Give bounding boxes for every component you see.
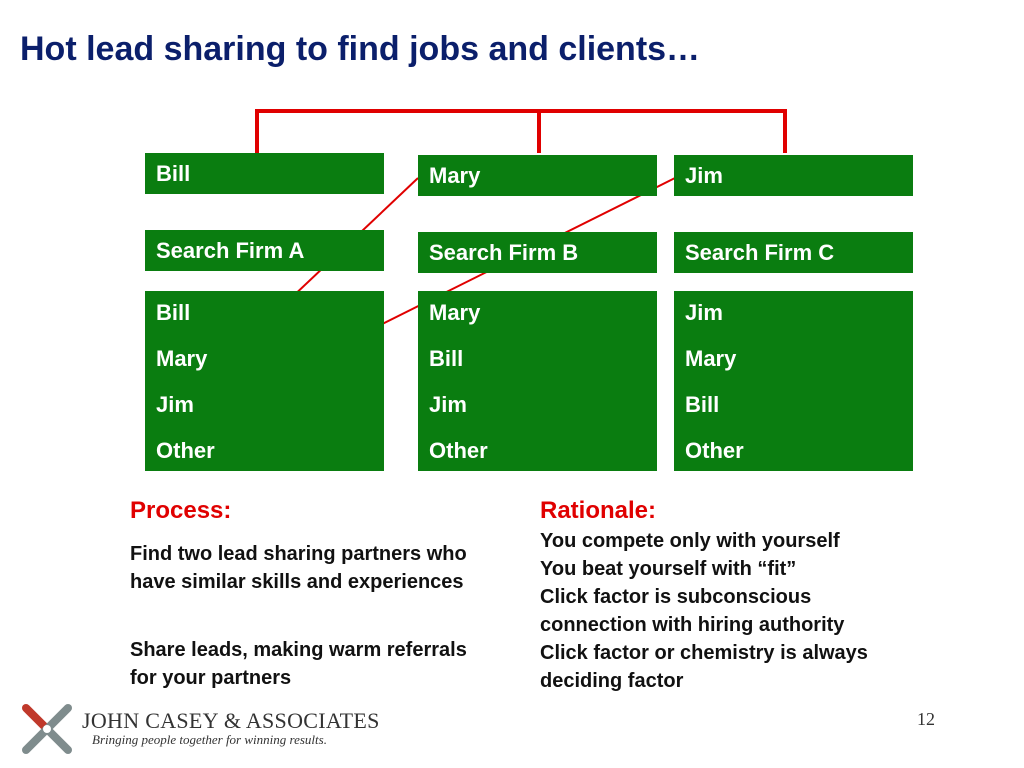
person-name: Bill (156, 160, 191, 186)
process-heading: Process: (130, 497, 232, 524)
page-number: 12 (917, 709, 935, 729)
rationale-list: You compete only with yourself You beat … (540, 527, 960, 695)
process-paragraph: Share leads, making warm referrals for y… (130, 639, 467, 689)
contact-item: Mary (156, 346, 208, 371)
person-box-mary: Mary (418, 155, 657, 196)
rationale-heading: Rationale: (540, 497, 657, 524)
person-box-bill: Bill (145, 153, 384, 194)
contact-item: Bill (156, 300, 191, 325)
contact-item: Bill (429, 346, 464, 371)
rationale-line: Click factor is subconscious connection … (540, 586, 845, 636)
firm-name: Search Firm A (156, 237, 305, 263)
company-name: JOHN CASEY & ASSOCIATES (82, 708, 380, 733)
person-box-jim: Jim (674, 155, 913, 196)
contact-item: Mary (685, 346, 737, 371)
hierarchy-bracket (255, 109, 787, 153)
contact-item: Other (429, 438, 488, 463)
company-tagline: Bringing people together for winning res… (92, 732, 327, 747)
contact-item: Other (156, 438, 215, 463)
slide-title: Hot lead sharing to find jobs and client… (20, 30, 701, 68)
firm-name: Search Firm B (429, 239, 579, 265)
contact-item: Bill (685, 392, 720, 417)
contact-list-b: Mary Bill Jim Other (418, 291, 657, 471)
contact-item: Jim (429, 392, 467, 417)
firm-name: Search Firm C (685, 239, 835, 265)
contact-item: Mary (429, 300, 481, 325)
contact-list-c: Jim Mary Bill Other (674, 291, 913, 471)
rationale-line: You beat yourself with “fit” (540, 558, 797, 580)
contact-list-a: Bill Mary Jim Other (145, 291, 384, 471)
contact-item: Jim (685, 300, 723, 325)
company-logo-icon (22, 704, 72, 754)
contact-item: Jim (156, 392, 194, 417)
rationale-line: You compete only with yourself (540, 530, 840, 552)
process-paragraph: Find two lead sharing partners who have … (130, 543, 467, 593)
person-name: Mary (429, 162, 481, 188)
rationale-line: Click factor or chemistry is always deci… (540, 642, 868, 692)
person-name: Jim (685, 162, 723, 188)
contact-item: Other (685, 438, 744, 463)
firm-box-c: Search Firm C (674, 232, 913, 273)
firm-box-a: Search Firm A (145, 230, 384, 271)
firm-box-b: Search Firm B (418, 232, 657, 273)
